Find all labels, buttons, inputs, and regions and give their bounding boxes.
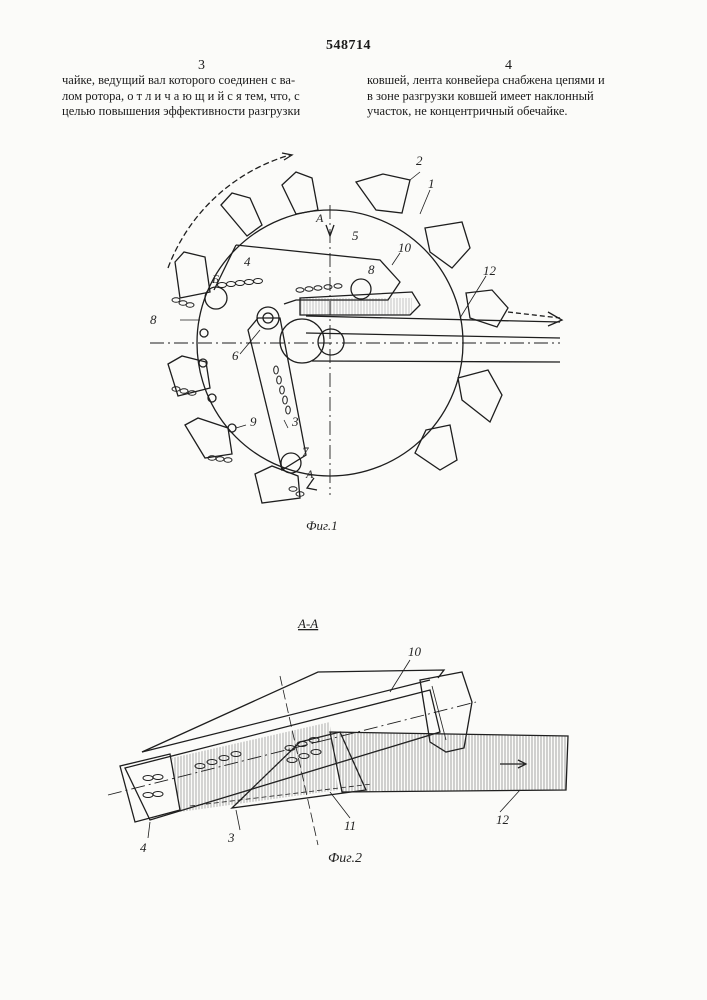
label-3: 3 (291, 414, 299, 429)
label-4: 4 (244, 254, 251, 269)
bucket (221, 193, 262, 236)
bucket (282, 172, 318, 214)
bucket (466, 290, 508, 327)
label-8: 8 (150, 312, 157, 327)
label-1: 1 (428, 176, 435, 191)
label-section-a-top: А (315, 211, 324, 225)
fig2-label-10: 10 (408, 644, 422, 659)
section-label-a-a: А-А (297, 616, 318, 631)
fig2-label-12: 12 (496, 812, 510, 827)
fig2-label-3: 3 (227, 830, 235, 845)
figure-2-caption: Фиг.2 (328, 851, 362, 866)
label-7: 7 (302, 444, 309, 459)
label-5: 5 (352, 228, 359, 243)
label-12: 12 (483, 263, 497, 278)
label-b: Б (211, 272, 219, 286)
fig2-label-4: 4 (140, 840, 147, 855)
bucket (168, 356, 210, 396)
figure-1-caption: Фиг.1 (306, 518, 338, 533)
bucket (356, 174, 410, 213)
fig2-label-11: 11 (344, 818, 356, 833)
label-8-upper: 8 (368, 262, 375, 277)
rotor-wheel (150, 153, 562, 503)
bucket (425, 222, 470, 268)
bucket (458, 370, 502, 422)
label-section-a-bottom: А (305, 467, 314, 481)
label-2: 2 (416, 153, 423, 168)
bucket (415, 425, 457, 470)
bucket (175, 252, 210, 298)
label-10: 10 (398, 240, 412, 255)
label-9: 9 (250, 414, 257, 429)
bucket (255, 466, 300, 503)
label-6: 6 (232, 348, 239, 363)
